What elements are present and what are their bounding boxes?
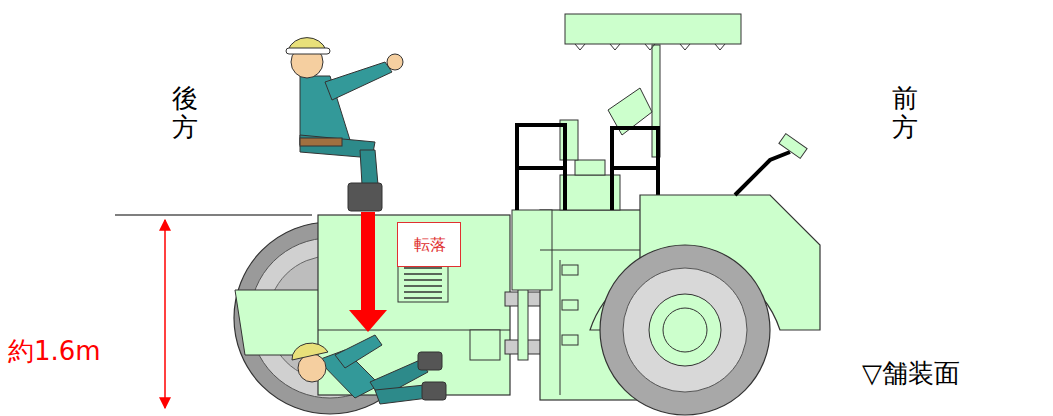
grille-slat (404, 285, 442, 287)
fall-arrow (349, 212, 387, 332)
callout-box: 転落 (397, 222, 461, 267)
grille-slat (404, 279, 442, 281)
canopy (565, 14, 741, 157)
front-tire (600, 245, 770, 415)
grille-slat (404, 267, 442, 269)
dimension-label: 約1.6m (8, 334, 101, 369)
fallen-worker (292, 335, 446, 404)
grille-slat (404, 297, 442, 299)
direction-label: 前方 (892, 84, 918, 141)
dimension-line (164, 220, 166, 408)
direction-label: 後方 (172, 84, 198, 141)
seated-worker (286, 38, 403, 211)
callout-text: 転落 (414, 235, 444, 256)
grille-slat (404, 291, 442, 293)
grille-slat (404, 273, 442, 275)
surface-label: ▽舗装面 (862, 356, 960, 391)
reference-line (115, 214, 312, 215)
hand-rail (517, 125, 658, 210)
